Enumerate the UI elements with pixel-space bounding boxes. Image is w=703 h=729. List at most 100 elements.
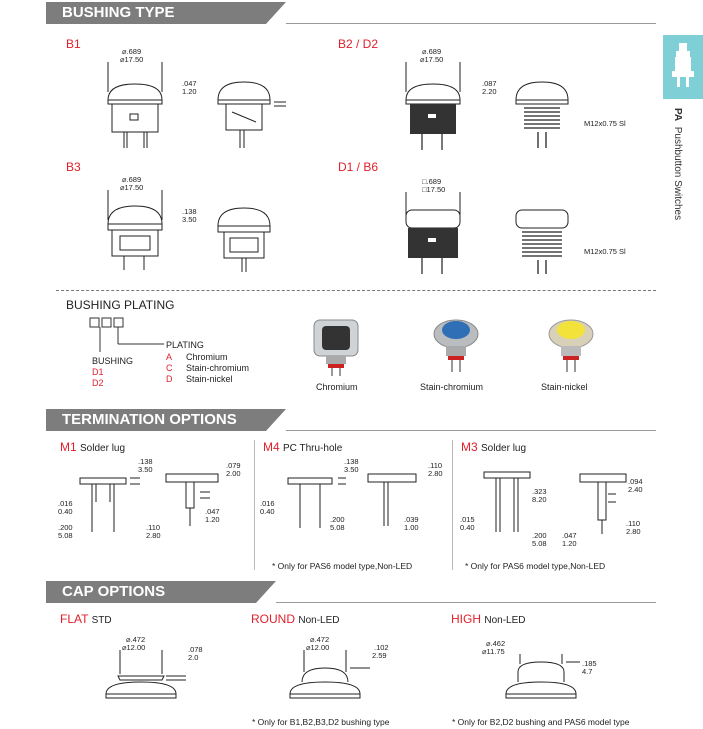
m1-d1: 3.50 [138,465,153,474]
switch-icon [672,43,694,87]
flat-dia-mm: ⌀12.00 [122,643,146,652]
m3-d11: 2.80 [626,527,641,536]
d1b6-dia-mm: □17.50 [422,185,446,194]
m1-d0: .138 [138,457,153,466]
m4-d4: .016 [260,499,275,508]
m4-d2: .110 [428,461,443,470]
plating-code-diagram [89,317,164,352]
m3-note: * Only for PAS6 model type,Non-LED [465,561,606,571]
plating-label: PLATING [166,340,204,350]
d1b6-dia-in: □.689 [422,177,442,186]
m3-d9: 1.20 [562,539,577,548]
m1-d9: 5.08 [58,531,73,540]
side-tab-label: Pushbutton Switches [672,126,683,221]
bushing-d1b6-label: D1 / B6 [338,160,379,174]
high-dia-in: ⌀.462 [486,639,506,648]
cap-high-label: HIGH Non-LED [451,612,525,626]
stain-nickel-switch-photo [548,319,594,372]
term-m4-name: PC Thru-hole [283,443,343,454]
m4-d7: 5.08 [330,523,345,532]
round-h-mm: 2.59 [372,651,387,660]
m3-d6: .200 [532,531,547,540]
cap-flat-label: FLAT STD [60,612,112,626]
m4-d1: 3.50 [344,465,359,474]
round-dia-in: ⌀.472 [310,635,330,644]
m1-drawing [79,473,219,532]
b1-side-drawing [217,81,286,148]
b2d2-h-in: .087 [482,79,497,88]
plating-code-a: A [166,352,173,362]
m3-d10: .110 [626,519,641,528]
bushing-title-rule [286,23,656,24]
high-h-in: .185 [582,659,597,668]
stain-nickel-caption: Stain-nickel [541,382,588,392]
b3-h-mm: 3.50 [182,215,197,224]
b1-h-mm: 1.20 [182,87,197,96]
m1-d11: 2.80 [146,531,161,540]
round-cap-drawing [289,650,370,699]
m4-drawing [287,473,417,528]
b2d2-side-drawing [515,81,569,148]
round-dia-mm: ⌀12.00 [306,643,330,652]
high-note: * Only for B2,D2 bushing and PAS6 model … [452,717,630,727]
high-dia-mm: ⌀11.75 [482,647,505,656]
b3-dia-in: ⌀.689 [122,175,142,184]
flat-cap-drawing [105,650,186,699]
m4-d3: 2.80 [428,469,443,478]
m1-d4: .016 [58,499,73,508]
termination-title-rule [286,430,656,431]
m1-d8: .200 [58,523,73,532]
m1-d3: 2.00 [226,469,241,478]
round-h-in: .102 [374,643,389,652]
bushing-b2d2-label: B2 / D2 [338,37,379,51]
b2d2-h-mm: 2.20 [482,87,497,96]
plating-name-d: Stain-nickel [186,374,233,384]
plating-title: BUSHING PLATING [66,298,175,312]
flat-h-mm: 2.0 [188,653,199,662]
m3-d3: 2.40 [628,485,643,494]
b1-dia-in: ⌀.689 [122,47,142,56]
high-cap-drawing [505,654,580,699]
bushing-label: BUSHING [92,356,134,366]
m3-d8: .047 [562,531,577,540]
cap-round-code: ROUND [251,612,295,626]
m3-d5: 0.40 [460,523,475,532]
b3-side-drawing [217,207,271,272]
m4-note: * Only for PAS6 model type,Non-LED [272,561,413,571]
cap-flat-name: STD [91,615,112,626]
m3-d7: 5.08 [532,539,547,548]
b1-front-drawing [107,62,163,148]
termination-section-title: TERMINATION OPTIONS [46,409,286,431]
d1b6-thread: M12x0.75 Sl [584,247,626,256]
b2d2-dia-mm: ⌀17.50 [420,55,444,64]
side-tab-code: PA [672,108,683,122]
m1-d2: .079 [226,461,241,470]
term-divider-1 [254,440,255,570]
term-m4-label: M4 PC Thru-hole [263,440,342,454]
term-m1-label: M1 Solder lug [60,440,125,454]
side-tab [663,35,703,99]
m4-d9: 1.00 [404,523,419,532]
chromium-caption: Chromium [316,382,358,392]
term-m3-code: M3 [461,440,478,454]
cap-title-rule [276,602,656,603]
plating-name-a: Chromium [186,352,228,362]
flat-dia-in: ⌀.472 [126,635,146,644]
side-tab-text: PA Pushbutton Switches [672,108,683,220]
cap-high-code: HIGH [451,612,481,626]
m3-d0: .323 [532,487,547,496]
term-divider-2 [452,440,453,570]
high-h-mm: 4.7 [582,667,593,676]
m1-d7: 1.20 [205,515,220,524]
d1b6-front-drawing [405,192,461,274]
b1-h-in: .047 [182,79,197,88]
b2d2-thread: M12x0.75 Sl [584,119,626,128]
bushing-code-d1: D1 [92,367,104,377]
round-note: * Only for B1,B2,B3,D2 bushing type [252,717,390,727]
stain-chromium-caption: Stain-chromium [420,382,484,392]
m1-d6: .047 [205,507,220,516]
bushing-b1-label: B1 [66,37,81,51]
flat-h-in: .078 [188,645,203,654]
chromium-switch-photo [313,319,359,376]
